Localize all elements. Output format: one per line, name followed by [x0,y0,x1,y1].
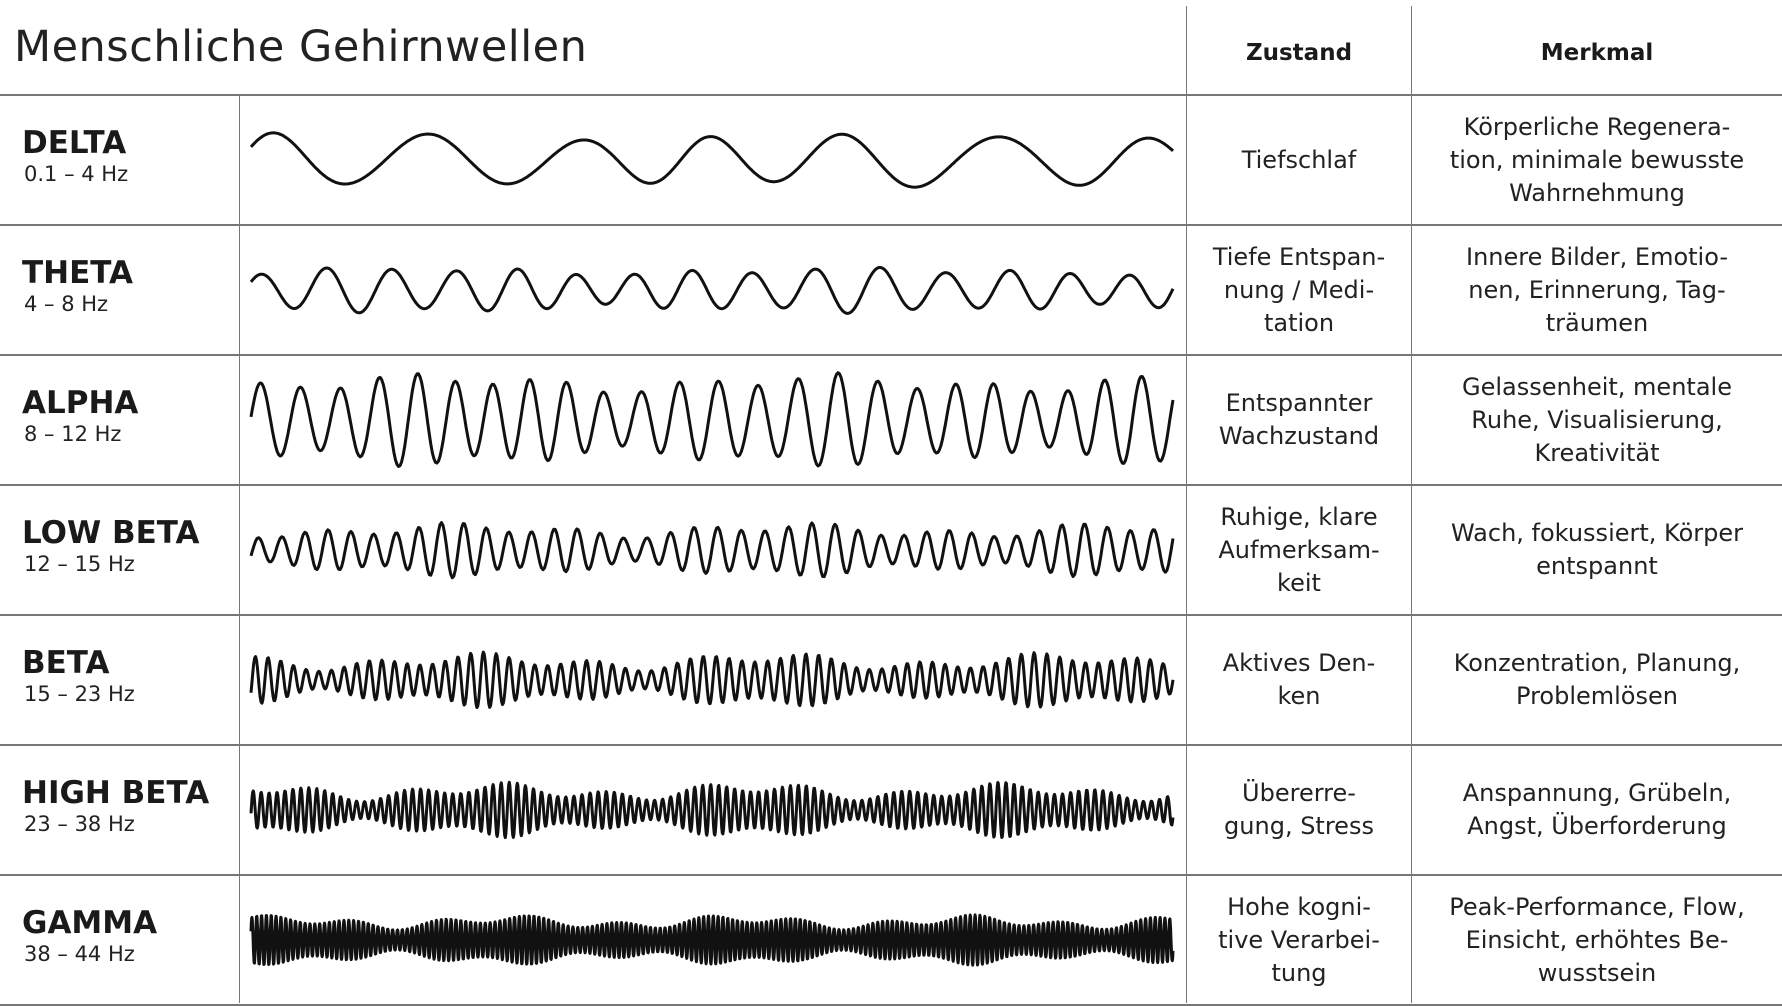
brainwave-graphic [249,131,1175,189]
merkmal-cell: Konzentration, Planung, Problemlösen [1453,649,1741,710]
wave-path [249,521,1175,580]
page-title: Menschliche Gehirnwellen [14,22,588,72]
band-name: DELTA [22,125,127,161]
band-name: LOW BETA [22,515,200,551]
brainwave-graphic [249,371,1175,468]
wave-path [249,265,1175,315]
band-name: HIGH BETA [22,775,210,811]
band-frequency-range: 8 – 12 Hz [24,422,122,446]
table-row: GAMMA 38 – 44 Hz Hohe kogni- tive Verarb… [0,875,1782,1005]
band-frequency-range: 23 – 38 Hz [24,812,135,836]
column-divider [239,95,240,1003]
wave-path [249,131,1175,189]
brainwave-graphic [249,780,1175,840]
band-name: THETA [22,255,133,291]
table-row: BETA 15 – 23 Hz Aktives Den- ken Konzent… [0,615,1782,745]
zustand-cell: Tiefschlaf [1241,145,1357,174]
table-row: ALPHA 8 – 12 Hz Entspannter Wachzustand … [0,355,1782,485]
merkmal-cell: Gelassenheit, mentale Ruhe, Visualisieru… [1462,372,1732,467]
row-divider [0,744,1782,746]
brainwave-graphic [249,265,1175,315]
band-frequency-range: 38 – 44 Hz [24,942,135,966]
column-divider [1411,6,1412,1003]
wave-path [249,650,1175,710]
merkmal-cell: Peak-Performance, Flow, Einsicht, erhöht… [1449,892,1745,987]
row-divider [0,614,1782,616]
row-divider [0,94,1782,96]
wave-path [249,913,1175,967]
band-name: GAMMA [22,905,158,941]
zustand-cell: Übererre- gung, Stress [1224,779,1374,840]
band-name: ALPHA [22,385,139,421]
table-row: DELTA 0.1 – 4 Hz Tiefschlaf Körperliche … [0,95,1782,225]
band-label: HIGH BETA 23 – 38 Hz [22,775,209,837]
zustand-cell: Aktives Den- ken [1222,649,1376,710]
header-zustand: Zustand [1245,40,1353,66]
row-divider [0,874,1782,876]
band-label: LOW BETA 12 – 15 Hz [22,515,200,577]
row-divider [0,484,1782,486]
band-label: THETA 4 – 8 Hz [22,255,133,317]
row-divider [0,354,1782,356]
zustand-cell: Ruhige, klare Aufmerksam- keit [1218,502,1380,597]
row-divider [0,224,1782,226]
wave-path [249,371,1175,468]
wave-path [249,780,1175,840]
band-label: DELTA 0.1 – 4 Hz [22,125,128,187]
merkmal-cell: Körperliche Regenera- tion, minimale bew… [1449,112,1745,207]
band-label: BETA 15 – 23 Hz [22,645,135,707]
band-name: BETA [22,645,110,681]
band-frequency-range: 15 – 23 Hz [24,682,135,706]
band-label: ALPHA 8 – 12 Hz [22,385,138,447]
table-row: THETA 4 – 8 Hz Tiefe Entspan- nung / Med… [0,225,1782,355]
header-merkmal: Merkmal [1540,40,1654,66]
table-row: LOW BETA 12 – 15 Hz Ruhige, klare Aufmer… [0,485,1782,615]
merkmal-cell: Wach, fokussiert, Körper entspannt [1450,519,1743,580]
band-frequency-range: 12 – 15 Hz [24,552,135,576]
band-frequency-range: 4 – 8 Hz [24,292,109,316]
brainwave-graphic [249,521,1175,580]
band-label: GAMMA 38 – 44 Hz [22,905,157,967]
table-row: HIGH BETA 23 – 38 Hz Übererre- gung, Str… [0,745,1782,875]
zustand-cell: Hohe kogni- tive Verarbei- tung [1218,892,1380,987]
zustand-cell: Tiefe Entspan- nung / Medi- tation [1212,242,1386,337]
column-divider [1186,6,1187,1003]
brainwave-graphic [249,650,1175,710]
zustand-cell: Entspannter Wachzustand [1218,389,1380,450]
merkmal-cell: Anspannung, Grübeln, Angst, Überforderun… [1462,779,1732,840]
merkmal-cell: Innere Bilder, Emotio- nen, Erinnerung, … [1465,242,1729,337]
band-frequency-range: 0.1 – 4 Hz [24,162,129,186]
brainwave-graphic [249,913,1175,967]
